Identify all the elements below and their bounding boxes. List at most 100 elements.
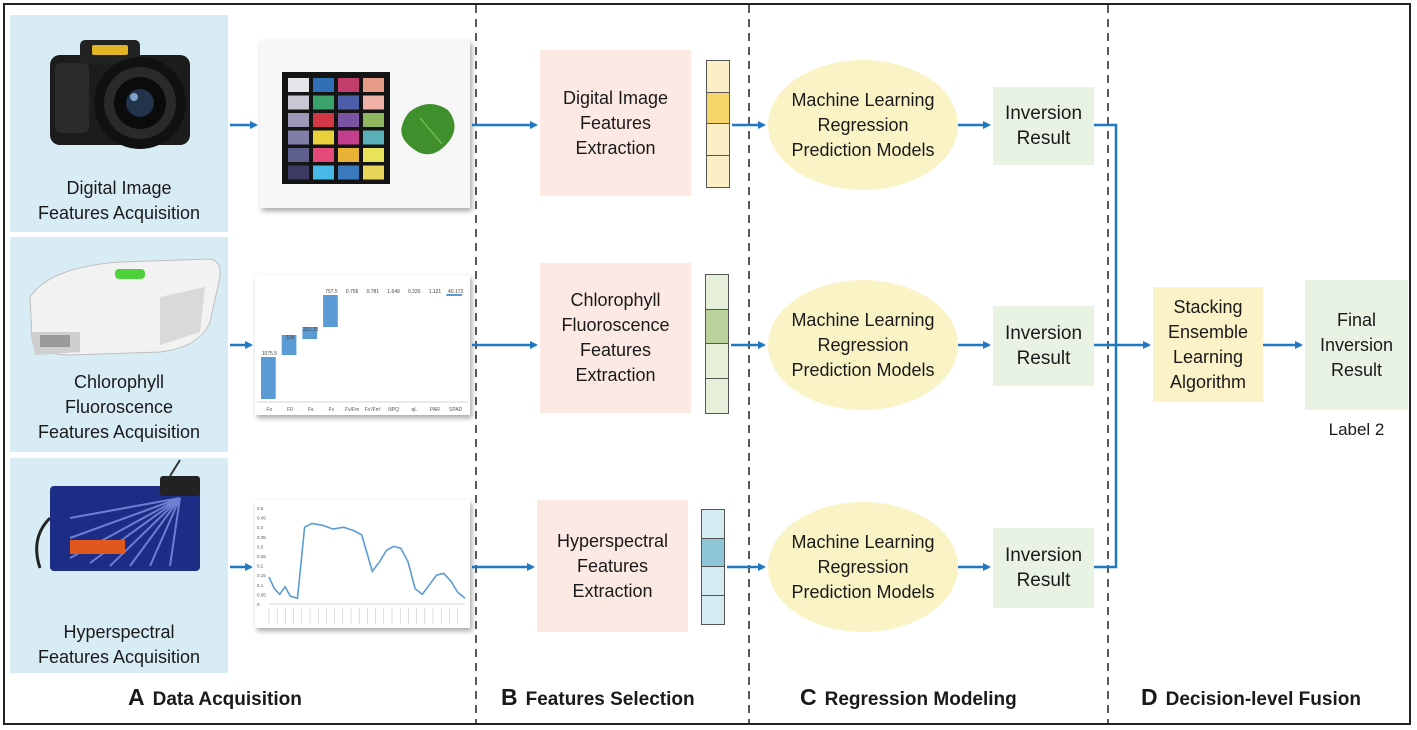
data-label: 1.649 [387, 289, 400, 295]
ml-line: Regression [817, 114, 909, 135]
section-letter: D [1141, 684, 1158, 710]
inv-line: Inversion [1004, 323, 1083, 344]
fe-box-digital-image: Digital Image Features Extraction [540, 50, 691, 196]
fe-line: Features [579, 112, 652, 133]
color-swatch [288, 148, 309, 162]
ml-line: Machine Learning [791, 309, 935, 330]
tick-label: 0.25 [257, 554, 266, 559]
section-text: Features Selection [525, 689, 695, 710]
vector-cell [702, 538, 724, 567]
ml-line: Regression [817, 556, 909, 577]
color-swatch [363, 95, 384, 110]
tick-label: NPQ [388, 407, 399, 413]
fe-line: Features [579, 340, 652, 360]
tick-label: 0.5 [257, 506, 264, 511]
stack-line: Ensemble [1167, 321, 1249, 342]
vector-cell [706, 275, 728, 310]
ml-model-ellipse-1: Machine Learning Regression Prediction M… [768, 60, 958, 190]
inversion-result-1: Inversion Result [993, 87, 1094, 165]
color-swatch [363, 165, 384, 180]
inv-line: Result [1016, 128, 1071, 149]
final-line: Final [1336, 309, 1376, 330]
vector-cell [707, 61, 729, 93]
feature-vector-chlorophyll [705, 274, 729, 414]
inv-line: Inversion [1004, 103, 1083, 124]
tick-label: 0.15 [257, 573, 266, 578]
color-swatch [313, 113, 334, 127]
color-swatch [338, 165, 359, 180]
vector-cell [706, 344, 728, 379]
final-result-caption: Label 2 [1328, 420, 1385, 439]
section-letter: A [128, 684, 145, 710]
vector-cell [702, 595, 724, 624]
inversion-result-2: Inversion Result [993, 306, 1094, 386]
vector-cell [706, 378, 728, 413]
tick-label: Fo [266, 407, 272, 413]
tick-label: 0.45 [257, 516, 266, 521]
vector-cell [702, 510, 724, 539]
bar [261, 357, 276, 399]
data-label: 318 [286, 335, 295, 341]
vector-cell [707, 124, 729, 156]
color-swatch [363, 148, 384, 162]
fe-line: Extraction [575, 365, 656, 385]
fe-line: Chlorophyll [570, 290, 661, 310]
feature-vector-digital-image [706, 60, 730, 188]
color-swatch [338, 95, 359, 110]
ml-line: Prediction Models [791, 581, 935, 602]
acquisition-digital-image: Digital Image Features Acquisition [10, 15, 228, 232]
data-label: 40.172 [448, 289, 464, 295]
vector-cell [707, 92, 729, 124]
final-inversion-result-box: Final Inversion Result [1305, 280, 1408, 410]
color-swatch [338, 148, 359, 162]
tick-label: F0 [287, 407, 293, 413]
fe-line: Extraction [575, 137, 656, 158]
bar [281, 335, 297, 355]
data-label: 0.335 [408, 289, 421, 295]
section-letter: B [501, 684, 518, 710]
stack-line: Stacking [1173, 296, 1243, 317]
vector-cell [706, 309, 728, 344]
color-swatch [288, 130, 309, 145]
stack-line: Learning [1172, 346, 1244, 367]
fe-line: Fluoroscence [561, 315, 670, 335]
tick-label: 0.1 [257, 583, 264, 588]
tick-label: 0.35 [257, 535, 266, 540]
tick-label: 0.2 [257, 564, 264, 569]
tick-label: PAR [430, 407, 440, 413]
data-label: 1.121 [429, 289, 442, 295]
ml-line: Regression [817, 334, 909, 355]
acquisition-hyperspectral: Hyperspectral Features Acquisition [10, 458, 228, 673]
section-text: Data Acquisition [152, 689, 302, 710]
label-line: Digital Image [66, 178, 172, 198]
color-checker-image [260, 40, 470, 208]
vector-cell [702, 567, 724, 596]
ml-model-ellipse-3: Machine Learning Regression Prediction M… [768, 502, 958, 632]
tick-label: 0 [257, 602, 260, 607]
fe-box-hyperspectral: Hyperspectral Features Extraction [537, 500, 688, 632]
tick-label: 0.3 [257, 544, 264, 549]
stack-line: Algorithm [1169, 371, 1246, 392]
color-swatch [288, 113, 309, 127]
inv-line: Inversion [1004, 545, 1083, 566]
spectrum-line [268, 522, 466, 600]
data-label: 1075.5 [262, 351, 278, 357]
fe-line: Extraction [572, 580, 653, 601]
tick-label: Fv [329, 407, 335, 413]
color-swatch [313, 165, 334, 180]
hyperspectral-sensor-icon [35, 459, 200, 571]
color-swatch [288, 78, 309, 92]
ml-line: Machine Learning [791, 531, 935, 552]
bar [302, 327, 318, 339]
ml-model-ellipse-2: Machine Learning Regression Prediction M… [768, 280, 958, 410]
color-swatch [313, 148, 334, 162]
acquisition-label-chlorophyll: Chlorophyll Fluoroscence Features Acquis… [10, 370, 228, 445]
color-swatch [338, 78, 359, 92]
acquisition-chlorophyll: Chlorophyll Fluoroscence Features Acquis… [10, 237, 228, 452]
data-label: 757.5 [325, 289, 338, 295]
section-title-a: A Data Acquisition [128, 684, 302, 711]
bar [323, 295, 338, 327]
